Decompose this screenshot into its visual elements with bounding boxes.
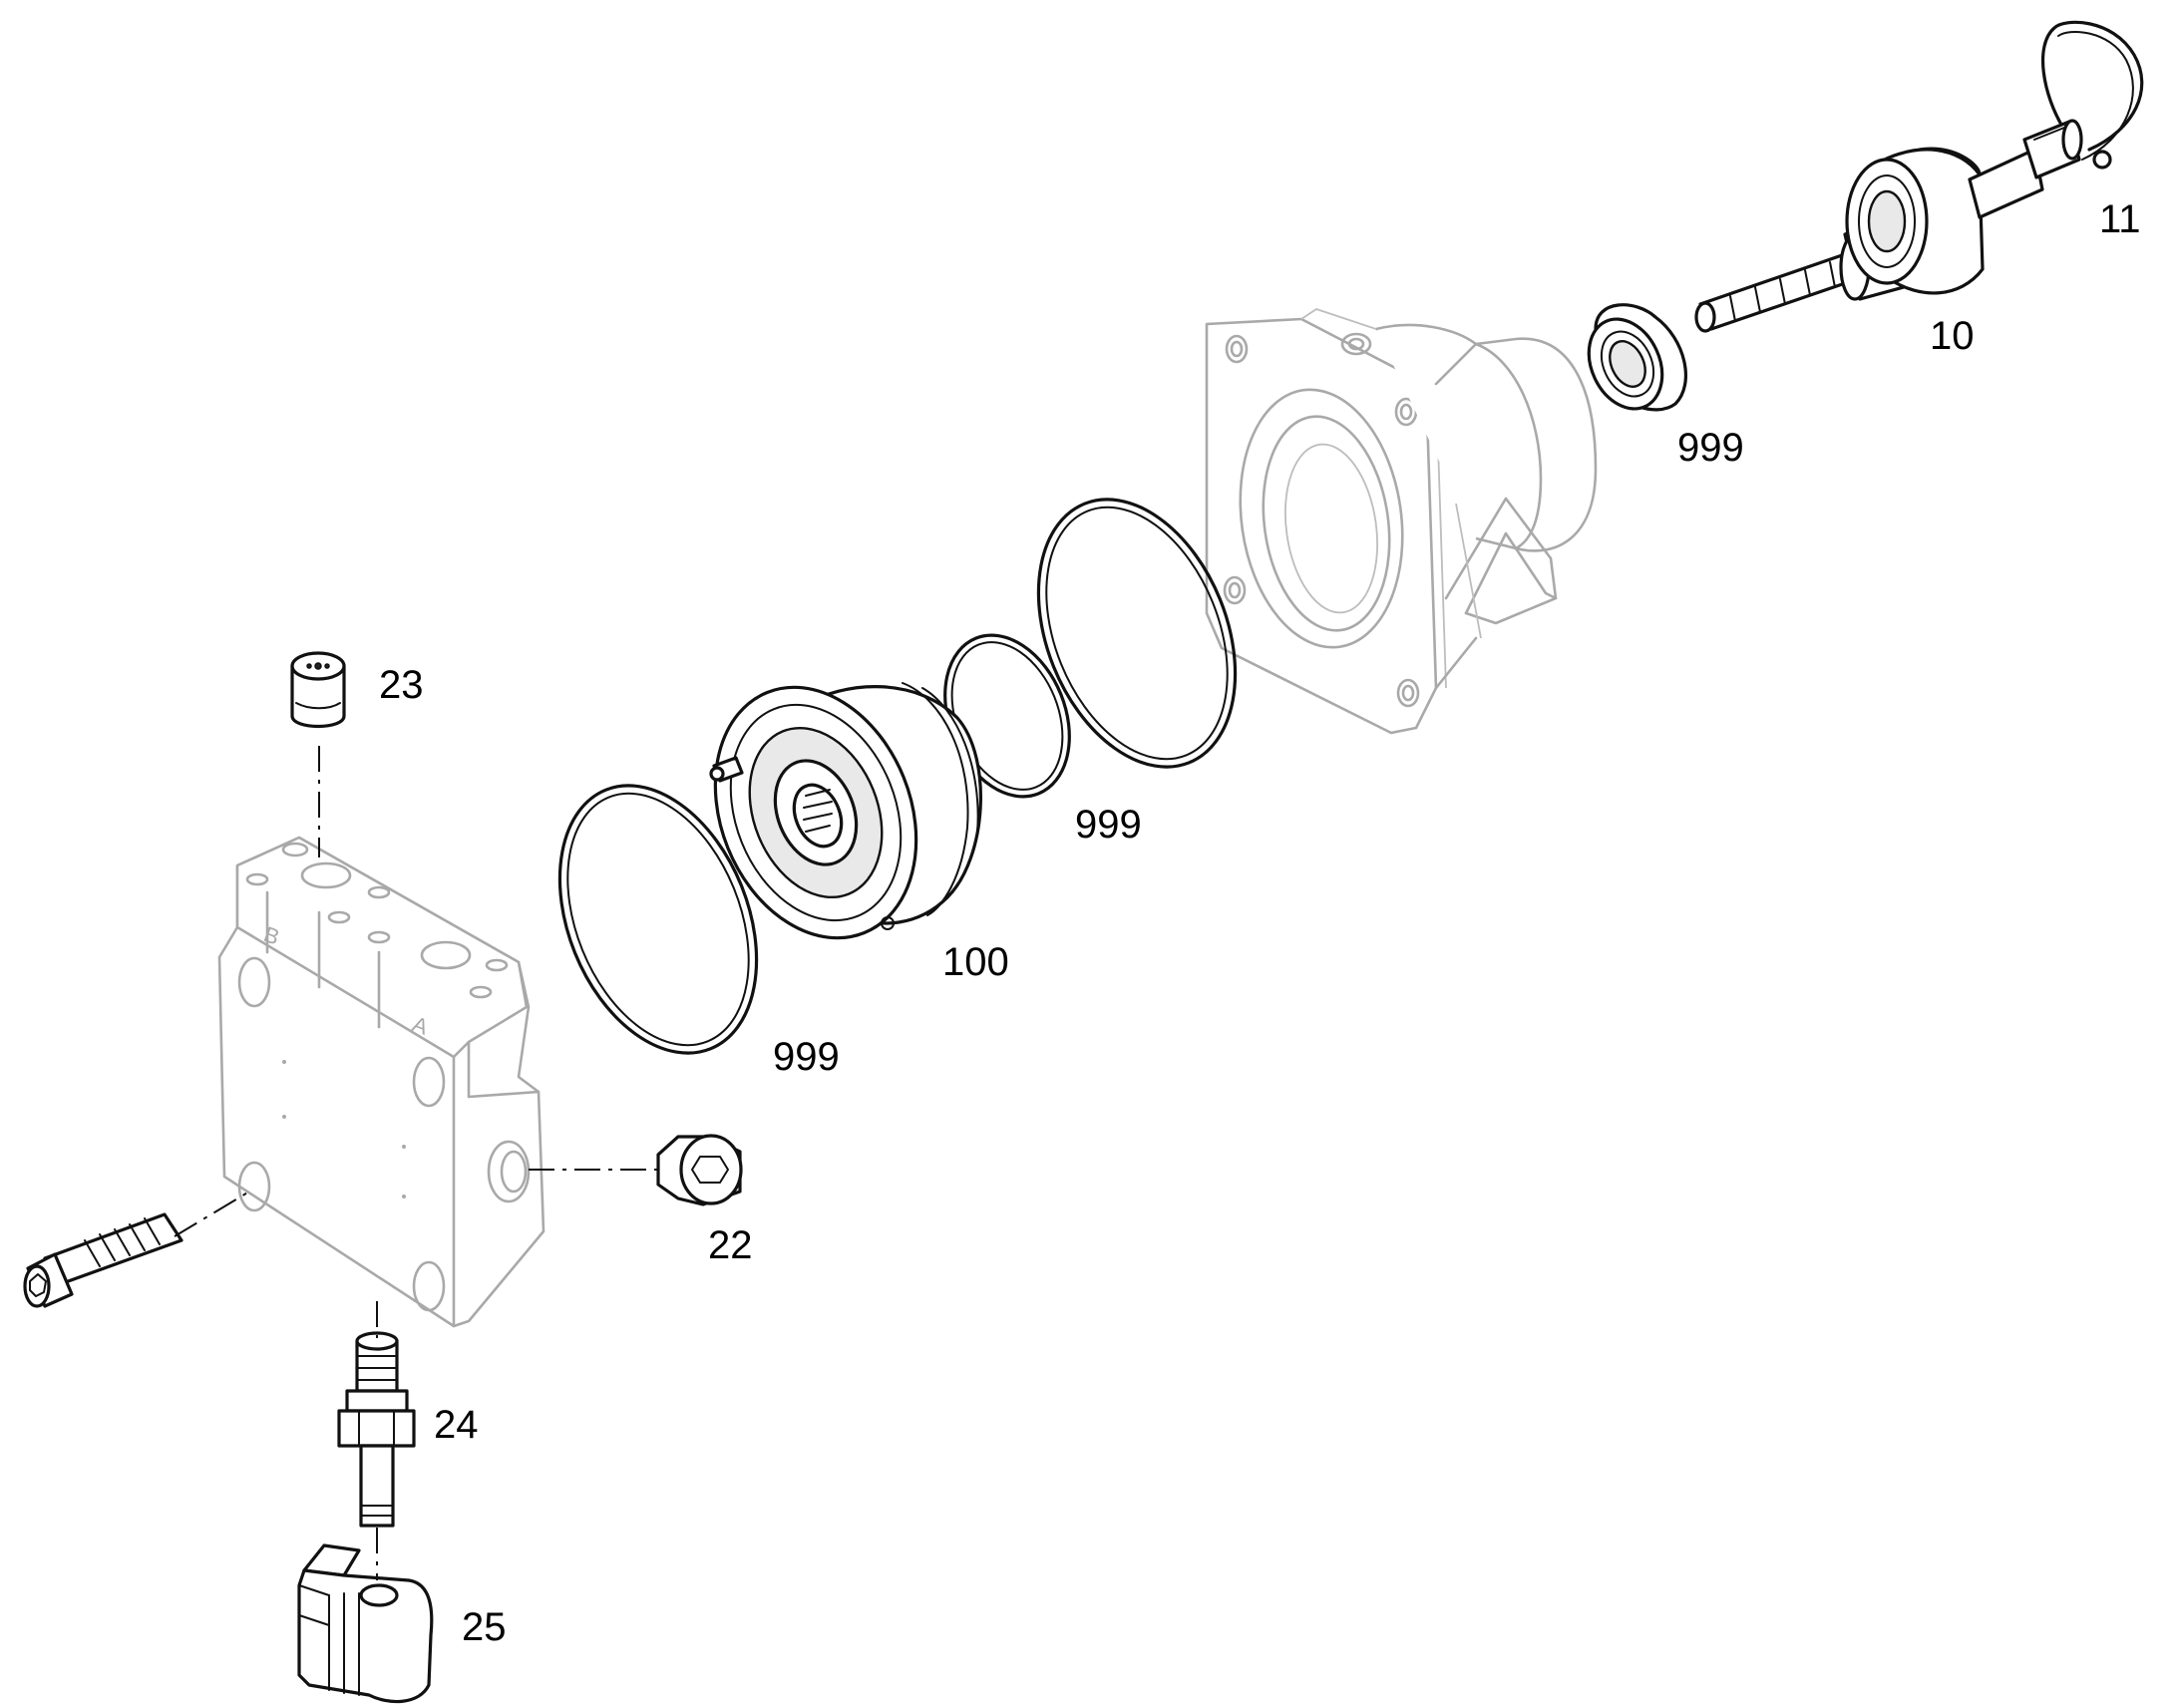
label-part-22: 22 [708,1223,753,1267]
solenoid-coil-part-25[interactable] [297,1543,434,1704]
cap-screw[interactable] [23,1212,183,1308]
label-part-999-seal: 999 [1677,426,1744,470]
label-part-25: 25 [462,1605,507,1649]
plug-part-22[interactable] [656,1134,743,1206]
label-part-23: 23 [379,663,424,707]
leader-lines [174,746,660,1580]
rotor-part-100[interactable] [679,657,982,968]
shaft-assembly-part-10[interactable] [1694,119,2083,333]
cartridge-valve-part-24[interactable] [337,1331,416,1528]
label-part-999-oring-small: 999 [1075,803,1142,847]
cap-part-23[interactable] [290,651,346,728]
label-part-999-oring-left: 999 [773,1035,840,1079]
label-part-100: 100 [942,940,1009,984]
seal-ring-part-999-top[interactable] [1575,303,1687,421]
valve-block: B A [217,836,545,1328]
o-ring-left-part-999[interactable] [523,756,794,1082]
label-part-24: 24 [434,1403,479,1447]
label-part-10: 10 [1930,314,1975,358]
o-ring-large-part-999[interactable] [1001,470,1272,796]
motor-housing [1205,308,1598,735]
label-part-11: 11 [2099,197,2141,241]
